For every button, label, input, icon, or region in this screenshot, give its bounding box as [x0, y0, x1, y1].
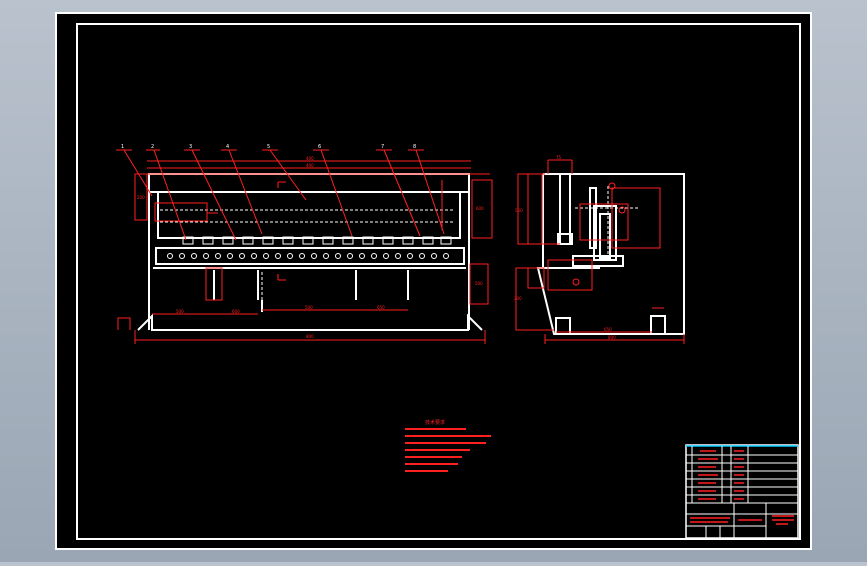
callout-8: 8 [413, 144, 416, 150]
callout-5: 5 [267, 144, 270, 150]
dim-label: 650 [377, 305, 385, 310]
callout-4: 4 [226, 144, 229, 150]
dim-label: 75 [556, 155, 562, 160]
dim-label: 500 [305, 305, 313, 310]
callout-1: 1 [121, 144, 124, 150]
inner-border [76, 23, 801, 540]
callout-3: 3 [189, 144, 192, 150]
callout-7: 7 [381, 144, 384, 150]
dim-label: 500 [176, 309, 184, 314]
dim-label: 650 [604, 327, 612, 332]
dim-label: 200 [137, 195, 145, 200]
part-callouts: 1 2 3 4 5 6 7 8 [121, 144, 416, 150]
dim-label: 400 [306, 156, 314, 161]
front-view: 400 400 200 500 600 500 650 500 600 800 … [116, 144, 493, 344]
notes-lines [405, 428, 491, 472]
dim-label: 400 [306, 163, 314, 168]
drawing-sheet [55, 12, 812, 550]
title-block-grid [686, 446, 798, 538]
dim-label: 600 [232, 309, 240, 314]
dim-label: 500 [515, 208, 523, 213]
front-dimension-text: 400 400 200 500 600 500 650 500 600 800 [137, 156, 484, 339]
dim-label: 800 [306, 334, 314, 339]
technical-notes: 技术要求 [405, 419, 491, 472]
bolt-row [167, 253, 449, 259]
side-dimension-text: 500 75 200 650 800 [514, 155, 616, 340]
dim-label: 800 [608, 335, 616, 340]
callout-2: 2 [151, 144, 154, 150]
dim-label: 200 [514, 296, 522, 301]
side-view: 500 75 200 650 800 [514, 155, 685, 344]
side-hidden-lines [575, 186, 640, 256]
notes-heading: 技术要求 [425, 419, 445, 426]
dim-label: 600 [476, 206, 484, 211]
callout-6: 6 [318, 144, 321, 150]
front-hidden-lines [160, 209, 455, 300]
title-block-entries [690, 450, 794, 525]
title-block [685, 444, 799, 539]
dim-label: 500 [475, 281, 483, 286]
front-dimension-lines [116, 149, 493, 344]
clamp-row [182, 236, 452, 245]
side-dimension-lines [515, 159, 685, 344]
